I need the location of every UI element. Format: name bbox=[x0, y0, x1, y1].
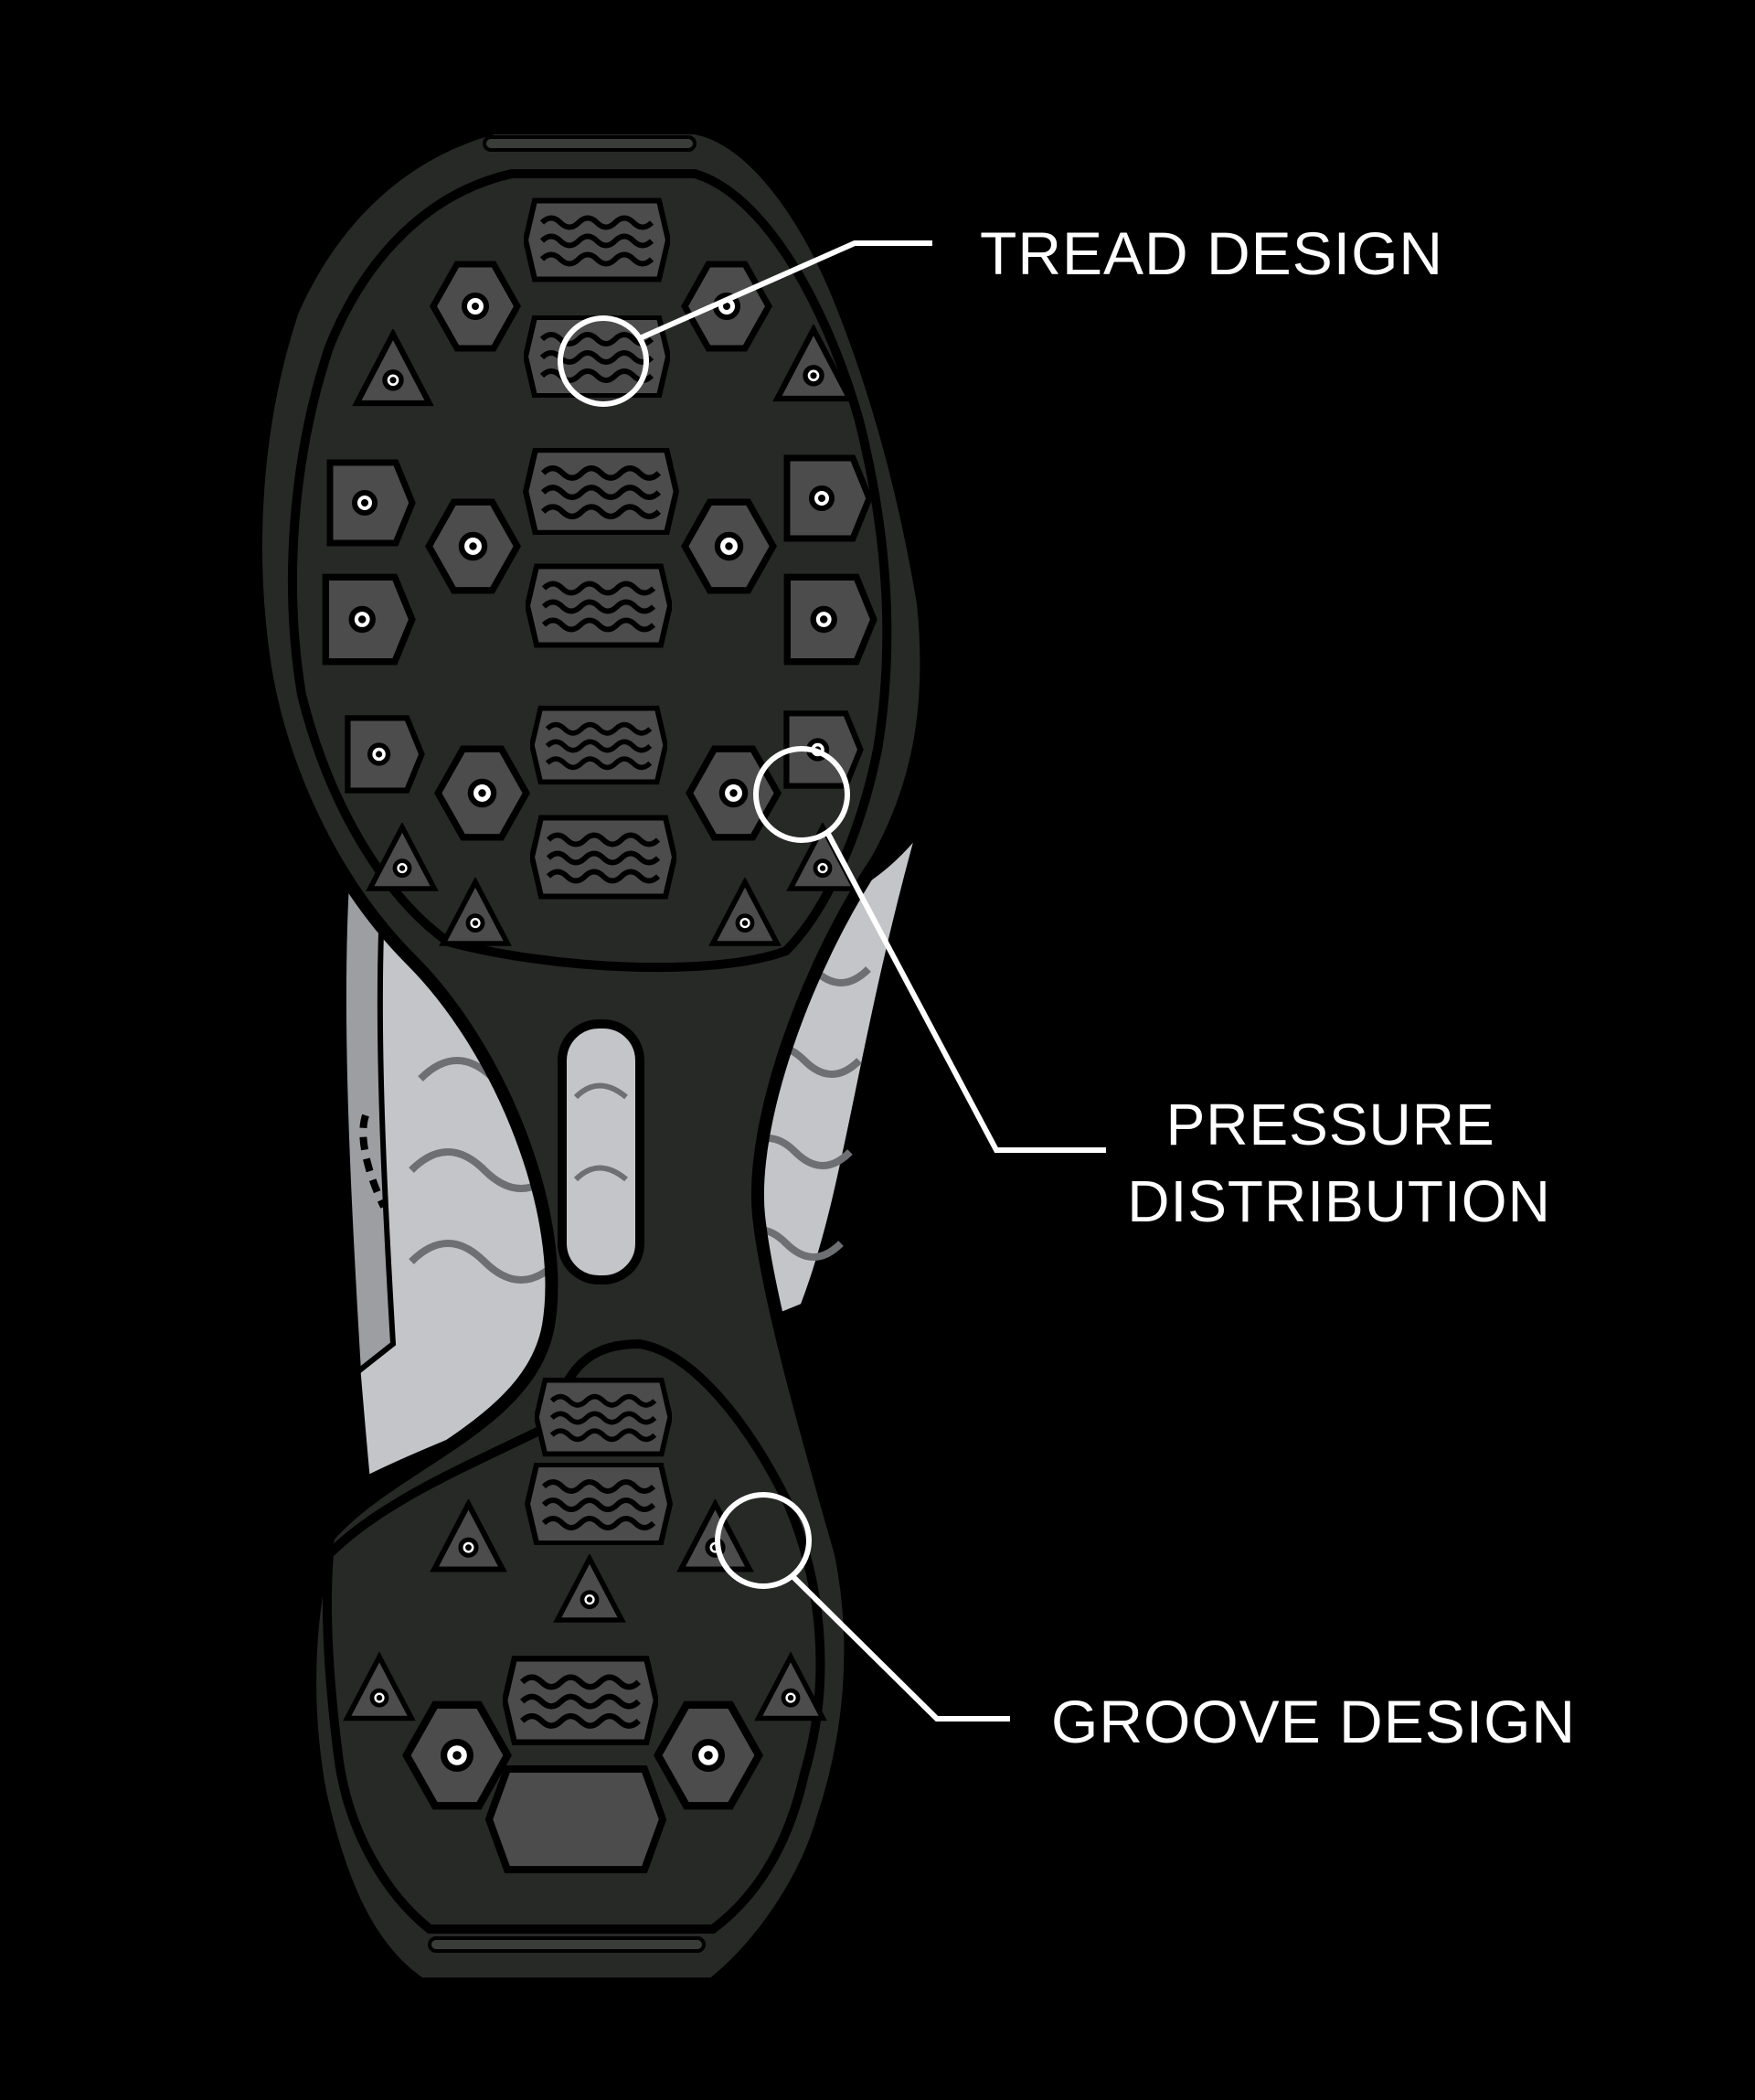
callout-groove-leader bbox=[715, 1492, 1010, 1722]
tread-design-label: TREAD DESIGN bbox=[980, 219, 1443, 287]
callout-tread-leader bbox=[558, 240, 932, 407]
outsole bbox=[250, 122, 933, 1990]
pressure-distribution-label: PRESSURE DISTRIBUTION bbox=[1127, 1092, 1551, 1234]
callout-pressure-leader bbox=[753, 746, 1106, 1153]
groove-design-label: GROOVE DESIGN bbox=[1051, 1688, 1576, 1755]
